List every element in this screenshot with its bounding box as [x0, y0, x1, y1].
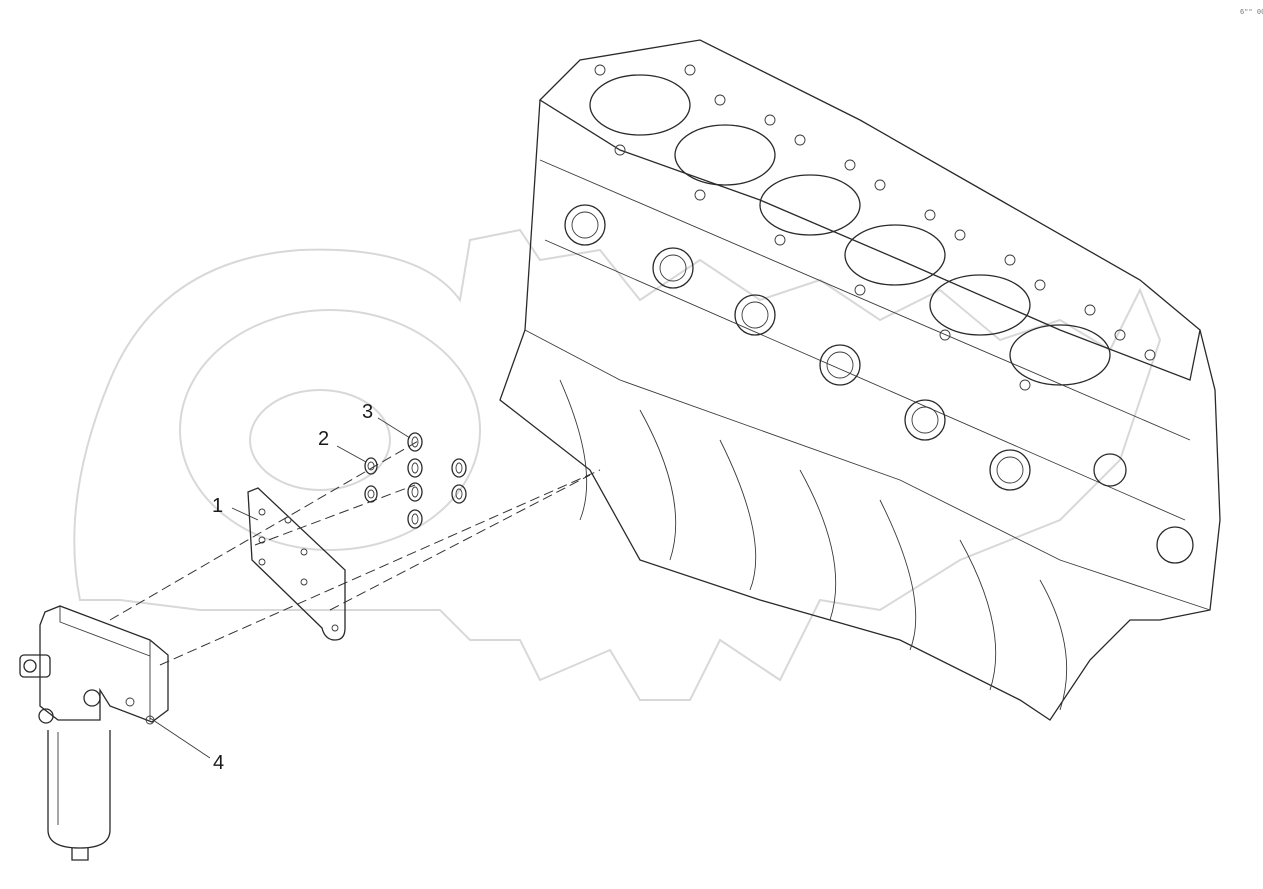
assembly-center-lines — [109, 439, 601, 666]
leader-lines — [149, 417, 411, 759]
callout-part-4: 4 — [213, 752, 224, 774]
callout-part-3: 3 — [362, 401, 373, 423]
cylinder-bores — [589, 74, 1111, 386]
engine-cylinder-block — [499, 39, 1221, 721]
washers — [364, 457, 378, 503]
deck-holes — [594, 64, 1156, 391]
callout-part-2: 2 — [318, 428, 329, 450]
corner-reference-mark: 6"" 0000 — [1240, 8, 1263, 16]
watermark-logo — [73, 228, 1162, 701]
mounting-plate — [247, 487, 346, 641]
fuel-filter-assembly — [19, 605, 169, 861]
crankcase-ribs — [559, 379, 1068, 711]
side-ports — [564, 204, 1194, 564]
nuts — [407, 432, 467, 529]
callout-part-1: 1 — [212, 495, 223, 517]
